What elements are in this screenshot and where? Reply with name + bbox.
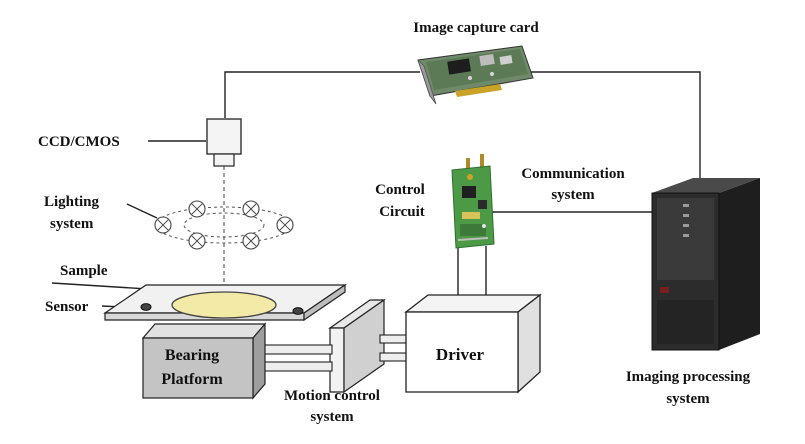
- sample-disc: [171, 291, 277, 319]
- driver-box: [404, 293, 542, 394]
- lamp-group: [154, 200, 294, 250]
- lamp-icon: [154, 216, 172, 234]
- capture-card-icon: [417, 45, 534, 105]
- bearing-platform: [141, 322, 267, 400]
- lamp-icon: [242, 200, 260, 218]
- camera-to-card-wire: [224, 71, 420, 118]
- ccd-cmos-label: CCD/CMOS: [38, 134, 120, 150]
- imaging-label-line2: system: [666, 391, 710, 407]
- lamp-icon: [188, 232, 206, 250]
- sensor-icon-right: [292, 307, 304, 315]
- card-to-pc-wire: [530, 71, 701, 182]
- control-label-line1: Control: [375, 182, 425, 198]
- bearing-label-line1: Bearing: [165, 347, 219, 364]
- sample-label: Sample: [60, 263, 108, 279]
- driver-label: Driver: [436, 345, 485, 364]
- sensor-icon: [140, 303, 152, 311]
- sensor-label: Sensor: [45, 299, 89, 315]
- pc-tower-icon: [651, 178, 760, 351]
- lamp-icon: [188, 200, 206, 218]
- image-capture-card-label: Image capture card: [413, 20, 539, 36]
- motion-label-line2: system: [310, 409, 354, 425]
- control-board-icon: [451, 154, 495, 249]
- motion-plate-icon: [328, 298, 386, 394]
- bearing-label-line2: Platform: [161, 371, 223, 388]
- lamp-icon: [242, 232, 260, 250]
- control-label-line2: Circuit: [379, 204, 425, 220]
- lighting-label-line2: system: [50, 216, 94, 232]
- lighting-leader-line: [126, 203, 158, 219]
- communication-label-line1: Communication: [521, 166, 625, 182]
- communication-label-line2: system: [551, 187, 595, 203]
- connection-lines: [51, 71, 701, 309]
- imaging-label-line1: Imaging processing: [626, 369, 751, 385]
- lighting-label-line1: Lighting: [44, 194, 100, 210]
- lamp-icon: [276, 216, 294, 234]
- camera-icon: [206, 118, 242, 167]
- motion-label-line1: Motion control: [284, 388, 380, 404]
